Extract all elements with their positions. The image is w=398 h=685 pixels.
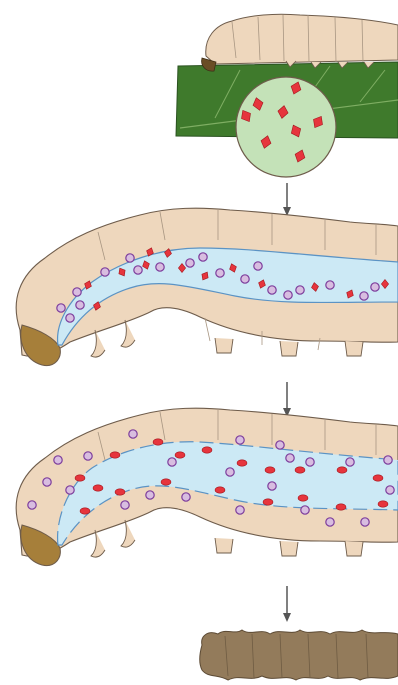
- spore: [186, 259, 194, 267]
- spore: [43, 478, 51, 486]
- spore: [57, 304, 65, 312]
- gut-lesion: [336, 504, 346, 510]
- panel-gut-with-crystals: [16, 208, 398, 365]
- spore: [306, 458, 314, 466]
- gut-lesion: [115, 489, 125, 495]
- spore: [73, 288, 81, 296]
- spore: [121, 501, 129, 509]
- spore: [168, 458, 176, 466]
- spore: [216, 269, 224, 277]
- spore: [199, 253, 207, 261]
- gut-lesion: [263, 499, 273, 505]
- spore: [54, 456, 62, 464]
- spore: [156, 263, 164, 271]
- spore: [236, 506, 244, 514]
- spore: [76, 301, 84, 309]
- gut-lesion: [237, 460, 247, 466]
- spore: [241, 275, 249, 283]
- panel-dead-caterpillar: [200, 630, 398, 680]
- panel-caterpillar-on-leaf: [176, 14, 398, 177]
- spore: [286, 454, 294, 462]
- arrow-1: [283, 183, 291, 216]
- gut-lesion: [295, 467, 305, 473]
- spore: [276, 441, 284, 449]
- spore: [236, 436, 244, 444]
- spore: [134, 266, 142, 274]
- gut-lesion: [378, 501, 388, 507]
- gut-lesion: [202, 447, 212, 453]
- spore: [84, 452, 92, 460]
- spore: [254, 262, 262, 270]
- gut-lesion: [110, 452, 120, 458]
- gut-lesion: [298, 495, 308, 501]
- gut-lesion: [153, 439, 163, 445]
- panel-gut-damaged: [16, 408, 398, 565]
- spore: [296, 286, 304, 294]
- gut-lesion: [337, 467, 347, 473]
- spore: [346, 458, 354, 466]
- spore: [66, 486, 74, 494]
- small-caterpillar: [202, 14, 398, 71]
- gut-lesion: [175, 452, 185, 458]
- gut-lesion: [373, 475, 383, 481]
- spore: [182, 493, 190, 501]
- spore: [129, 430, 137, 438]
- gut-lesion: [215, 487, 225, 493]
- spore: [326, 281, 334, 289]
- dead-caterpillar-body: [200, 630, 398, 680]
- spore: [268, 286, 276, 294]
- arrow-3: [283, 586, 291, 622]
- spore: [361, 518, 369, 526]
- gut-lesion: [93, 485, 103, 491]
- gut-lesion: [80, 508, 90, 514]
- spore: [386, 486, 394, 494]
- magnifier-circle: [236, 77, 336, 177]
- spore: [360, 292, 368, 300]
- gut-lesion: [265, 467, 275, 473]
- spore: [146, 491, 154, 499]
- spore: [28, 501, 36, 509]
- gut-lesion: [161, 479, 171, 485]
- spore: [101, 268, 109, 276]
- spore: [126, 254, 134, 262]
- caterpillar-body: [206, 14, 398, 64]
- spore: [301, 506, 309, 514]
- spore: [268, 482, 276, 490]
- spore: [326, 518, 334, 526]
- gut-lesion: [75, 475, 85, 481]
- spore: [226, 468, 234, 476]
- spore: [284, 291, 292, 299]
- spore: [371, 283, 379, 291]
- arrow-2: [283, 382, 291, 417]
- spore: [66, 314, 74, 322]
- spore: [384, 456, 392, 464]
